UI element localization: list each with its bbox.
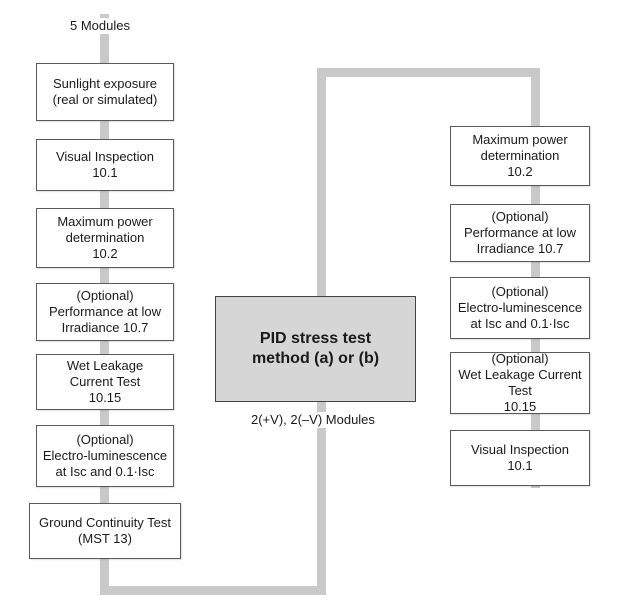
connector-top-horizontal [317, 68, 540, 77]
right-step-label: Visual Inspection 10.1 [470, 442, 570, 473]
left-step-visual-inspection: Visual Inspection 10.1 [36, 139, 174, 191]
pid-stress-test-title: PID stress test method (a) or (b) [251, 330, 380, 367]
pid-stress-test-box: PID stress test method (a) or (b) [215, 296, 416, 402]
left-step-label: Visual Inspection 10.1 [55, 149, 155, 180]
right-step-max-power: Maximum power determination 10.2 [450, 126, 590, 186]
left-step-label: (Optional) Electro-luminescence at Isc a… [42, 432, 168, 479]
left-step-electroluminescence: (Optional) Electro-luminescence at Isc a… [36, 425, 174, 487]
right-step-label: (Optional) Wet Leakage Current Test 10.1… [458, 351, 582, 414]
right-step-performance-low-irradiance: (Optional) Performance at low Irradiance… [450, 204, 590, 262]
right-step-electroluminescence: (Optional) Electro-luminescence at Isc a… [450, 277, 590, 339]
left-step-sunlight-exposure: Sunlight exposure (real or simulated) [36, 63, 174, 121]
pid-modules-label: 2(+V), 2(–V) Modules [248, 412, 378, 428]
top-label: 5 Modules [66, 18, 134, 34]
right-step-label: (Optional) Performance at low Irradiance… [464, 209, 576, 256]
left-step-label: Wet Leakage Current Test 10.15 [66, 358, 144, 405]
left-step-performance-low-irradiance: (Optional) Performance at low Irradiance… [36, 283, 174, 341]
connector-bottom-horizontal [100, 586, 326, 595]
left-step-ground-continuity: Ground Continuity Test (MST 13) [29, 503, 181, 559]
right-step-label: (Optional) Electro-luminescence at Isc a… [457, 284, 583, 331]
right-step-visual-inspection: Visual Inspection 10.1 [450, 430, 590, 486]
right-step-wet-leakage: (Optional) Wet Leakage Current Test 10.1… [450, 351, 590, 414]
left-step-label: Maximum power determination 10.2 [57, 214, 153, 261]
left-step-label: (Optional) Performance at low Irradiance… [49, 288, 161, 335]
left-step-label: Ground Continuity Test (MST 13) [39, 515, 171, 546]
left-step-wet-leakage: Wet Leakage Current Test 10.15 [36, 354, 174, 410]
left-step-label: Sunlight exposure (real or simulated) [52, 76, 158, 107]
right-step-label: Maximum power determination 10.2 [472, 132, 568, 179]
left-step-max-power: Maximum power determination 10.2 [36, 208, 174, 268]
